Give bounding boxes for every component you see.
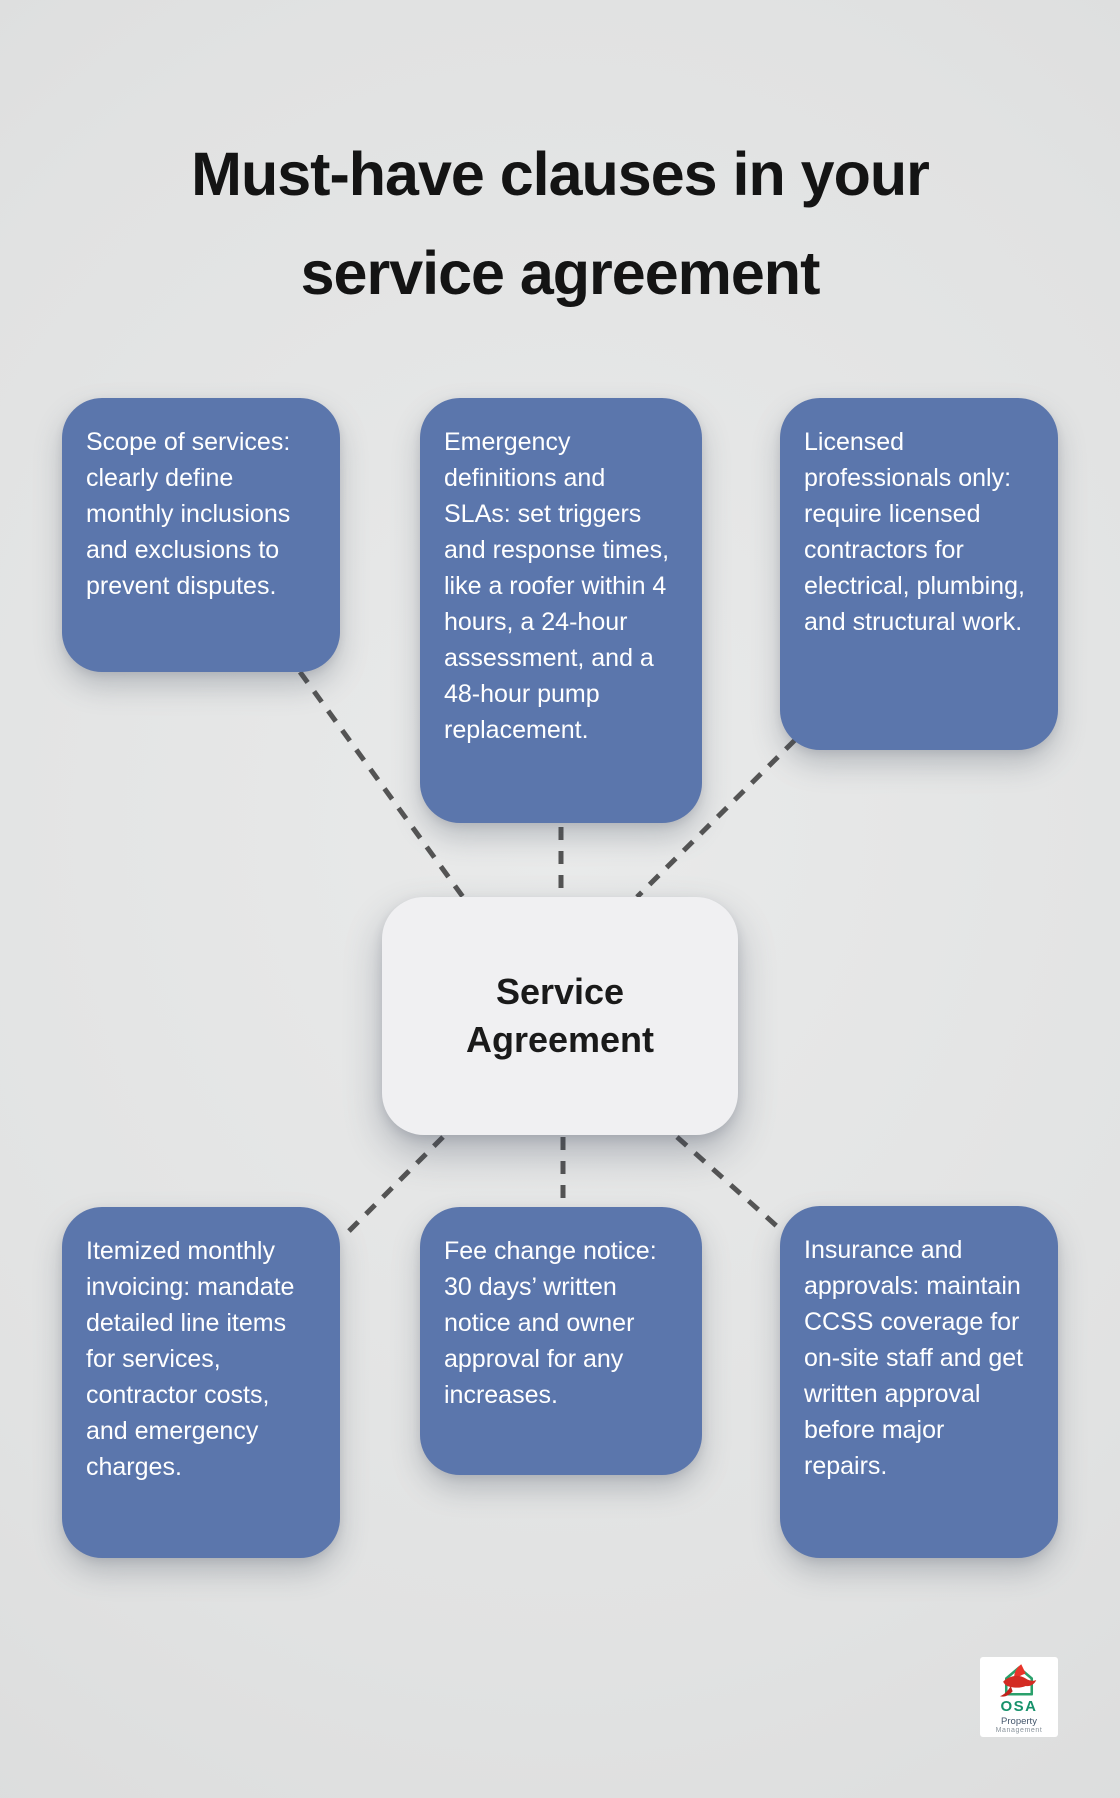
clause-text: Insurance and approvals: maintain CCSS c…	[804, 1236, 1024, 1480]
clause-insurance-approvals: Insurance and approvals: maintain CCSS c…	[780, 1206, 1058, 1558]
page-title: Must-have clauses in your service agreem…	[191, 139, 930, 307]
company-logo: OSA Property Management	[980, 1657, 1058, 1737]
clause-licensed-professionals: Licensed professionals only: require lic…	[780, 398, 1058, 750]
center-node-label: Service Agreement	[465, 971, 655, 1060]
clause-text: Scope of services: clearly define monthl…	[86, 428, 291, 600]
clause-itemized-invoicing: Itemized monthly invoicing: mandate deta…	[62, 1207, 340, 1558]
center-node: Service Agreement	[382, 897, 738, 1135]
clause-fee-change-notice: Fee change notice: 30 days’ written noti…	[420, 1207, 702, 1475]
logo-brand-text: OSA	[1000, 1698, 1038, 1715]
logo-subtitle-text: Property	[1001, 1716, 1037, 1727]
logo-bird-house-icon	[999, 1664, 1037, 1697]
clause-text: Emergency definitions and SLAs: set trig…	[444, 428, 670, 744]
clause-text: Itemized monthly invoicing: mandate deta…	[86, 1237, 295, 1481]
clause-emergency-slas: Emergency definitions and SLAs: set trig…	[420, 398, 702, 823]
clause-text: Fee change notice: 30 days’ written noti…	[444, 1237, 657, 1409]
clause-text: Licensed professionals only: require lic…	[804, 428, 1025, 636]
logo-subtitle2-text: Management	[995, 1727, 1043, 1734]
clause-scope-of-services: Scope of services: clearly define monthl…	[62, 398, 340, 672]
